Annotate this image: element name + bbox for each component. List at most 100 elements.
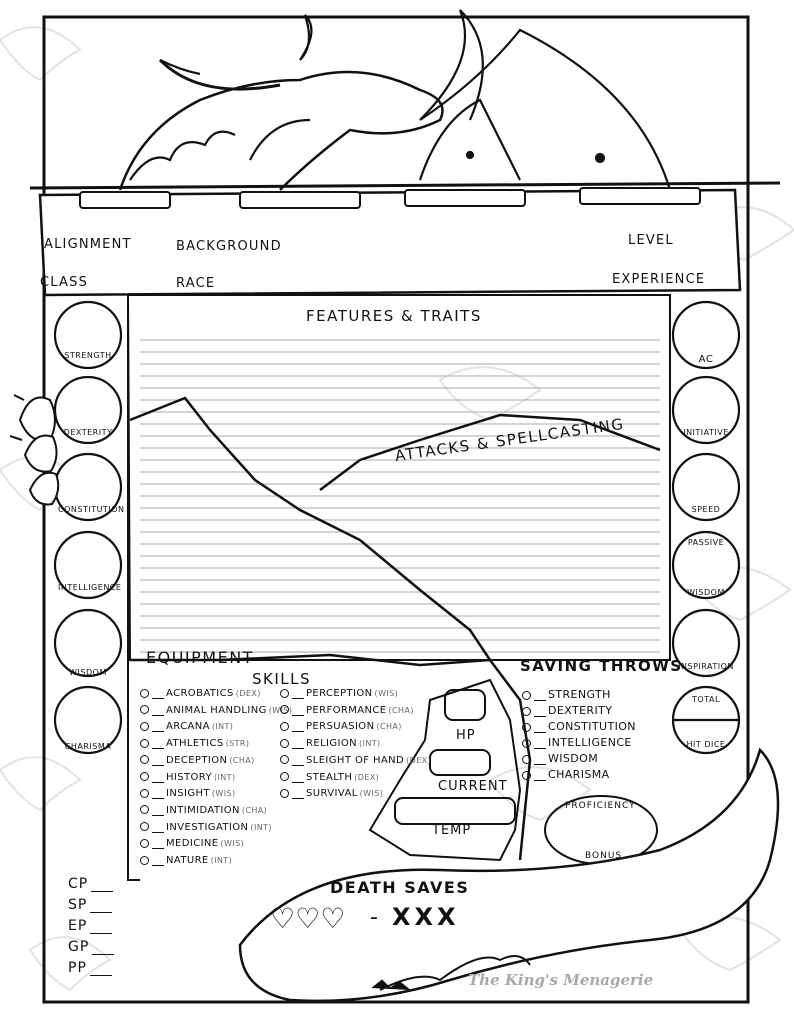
coin-pp-field[interactable]: PP: [68, 960, 112, 976]
experience-label: EXPERIENCE: [612, 272, 706, 287]
proficiency-bubble[interactable]: [522, 722, 531, 732]
coin-label: GP: [68, 939, 90, 955]
strength-score-field[interactable]: [62, 312, 114, 352]
skill-row[interactable]: PERSUASION(CHA): [280, 721, 402, 733]
skill-name: ARCANA: [166, 721, 210, 733]
skill-row[interactable]: INSIGHT(WIS): [140, 788, 236, 800]
intelligence-score-field[interactable]: [62, 542, 114, 582]
skill-modifier-field[interactable]: [292, 789, 304, 800]
skill-row[interactable]: MEDICINE(WIS): [140, 838, 244, 850]
skill-row[interactable]: PERFORMANCE(CHA): [280, 705, 414, 716]
saving-throw-row[interactable]: STRENGTH: [522, 688, 611, 701]
proficiency-bubble[interactable]: [280, 738, 289, 748]
skill-modifier-field[interactable]: [152, 722, 164, 733]
saving-throw-row[interactable]: CHARISMA: [522, 768, 610, 781]
proficiency-bubble[interactable]: [280, 772, 289, 781]
saving-throw-row[interactable]: DEXTERITY: [522, 704, 612, 717]
death-save-successes[interactable]: ♡♡♡: [270, 902, 346, 935]
proficiency-bubble[interactable]: [280, 705, 289, 715]
skill-modifier-field[interactable]: [152, 739, 164, 750]
save-modifier-field[interactable]: [534, 707, 546, 717]
coin-amount-field[interactable]: [92, 942, 115, 955]
skill-row[interactable]: DECEPTION(CHA): [140, 755, 255, 766]
skill-modifier-field[interactable]: [152, 839, 164, 850]
skill-row[interactable]: INVESTIGATION(INT): [140, 822, 272, 833]
proficiency-bubble[interactable]: [140, 721, 149, 731]
proficiency-bubble[interactable]: [280, 788, 289, 798]
saving-throw-row[interactable]: CONSTITUTION: [522, 720, 636, 733]
save-modifier-field[interactable]: [534, 691, 546, 701]
skill-row[interactable]: ATHLETICS(STR): [140, 738, 249, 750]
coin-sp-field[interactable]: SP: [68, 897, 113, 913]
proficiency-bubble[interactable]: [140, 838, 149, 848]
skill-modifier-field[interactable]: [292, 706, 304, 716]
skill-modifier-field[interactable]: [152, 706, 164, 716]
skill-modifier-field[interactable]: [292, 739, 304, 750]
skill-modifier-field[interactable]: [152, 823, 164, 833]
proficiency-bonus-field[interactable]: [560, 813, 640, 847]
proficiency-bubble[interactable]: [522, 706, 531, 716]
save-modifier-field[interactable]: [534, 723, 546, 733]
proficiency-bubble[interactable]: [140, 688, 149, 698]
coin-ep-field[interactable]: EP: [68, 918, 113, 934]
save-modifier-field[interactable]: [534, 771, 546, 781]
constitution-score-field[interactable]: [62, 464, 114, 504]
skill-row[interactable]: NATURE(INT): [140, 855, 232, 866]
coin-amount-field[interactable]: [90, 921, 113, 934]
proficiency-bubble[interactable]: [140, 755, 149, 765]
skill-modifier-field[interactable]: [292, 722, 304, 733]
skill-row[interactable]: HISTORY(INT): [140, 772, 236, 783]
saving-throw-row[interactable]: INTELLIGENCE: [522, 736, 632, 749]
skill-modifier-field[interactable]: [152, 806, 164, 816]
skill-row[interactable]: STEALTH(DEX): [280, 772, 379, 783]
skill-row[interactable]: SURVIVAL(WIS): [280, 788, 383, 800]
proficiency-bubble[interactable]: [280, 688, 289, 698]
death-save-failures[interactable]: XXX: [392, 903, 460, 931]
dexterity-score-field[interactable]: [62, 388, 114, 428]
skill-row[interactable]: INTIMIDATION(CHA): [140, 805, 267, 816]
skill-row[interactable]: PERCEPTION(WIS): [280, 688, 398, 699]
proficiency-bubble[interactable]: [140, 738, 149, 748]
proficiency-bubble[interactable]: [140, 705, 149, 715]
skill-modifier-field[interactable]: [292, 773, 304, 783]
proficiency-bubble[interactable]: [140, 855, 149, 865]
skill-modifier-field[interactable]: [152, 773, 164, 783]
ability-label-charisma: CHARISMA: [64, 742, 112, 751]
skill-row[interactable]: ANIMAL HANDLING(WIS): [140, 705, 292, 716]
proficiency-bubble[interactable]: [522, 754, 531, 764]
proficiency-bubble[interactable]: [140, 805, 149, 815]
skill-row[interactable]: SLEIGHT OF HAND(DEX): [280, 755, 431, 766]
coin-amount-field[interactable]: [91, 879, 114, 892]
save-modifier-field[interactable]: [534, 755, 546, 765]
coin-amount-field[interactable]: [90, 900, 113, 913]
coin-gp-field[interactable]: GP: [68, 939, 115, 955]
skill-modifier-field[interactable]: [152, 789, 164, 800]
coin-amount-field[interactable]: [89, 963, 112, 976]
hit-dice-total-label: TOTAL: [692, 695, 720, 704]
proficiency-bubble[interactable]: [522, 738, 531, 748]
wisdom-score-field[interactable]: [62, 620, 114, 660]
proficiency-bubble[interactable]: [140, 788, 149, 798]
proficiency-bubble[interactable]: [522, 770, 531, 780]
proficiency-bubble[interactable]: [140, 772, 149, 781]
coin-cp-field[interactable]: CP: [68, 876, 114, 892]
death-save-separator: -: [370, 905, 379, 930]
proficiency-bubble[interactable]: [280, 755, 289, 765]
coin-label: SP: [68, 897, 88, 913]
proficiency-bubble[interactable]: [522, 690, 531, 700]
skill-modifier-field[interactable]: [152, 856, 164, 866]
skill-row[interactable]: RELIGION(INT): [280, 738, 381, 750]
save-modifier-field[interactable]: [534, 739, 546, 749]
skill-modifier-field[interactable]: [152, 689, 164, 699]
skill-row[interactable]: ARCANA(INT): [140, 721, 233, 733]
skill-row[interactable]: ACROBATICS(DEX): [140, 688, 261, 699]
skill-name: INVESTIGATION: [166, 821, 249, 833]
skill-modifier-field[interactable]: [292, 756, 304, 766]
saving-throw-row[interactable]: WISDOM: [522, 752, 598, 765]
skill-modifier-field[interactable]: [152, 756, 164, 766]
proficiency-bubble[interactable]: [280, 721, 289, 731]
proficiency-bubble[interactable]: [140, 822, 149, 832]
charisma-score-field[interactable]: [62, 697, 114, 737]
skill-modifier-field[interactable]: [292, 689, 304, 699]
